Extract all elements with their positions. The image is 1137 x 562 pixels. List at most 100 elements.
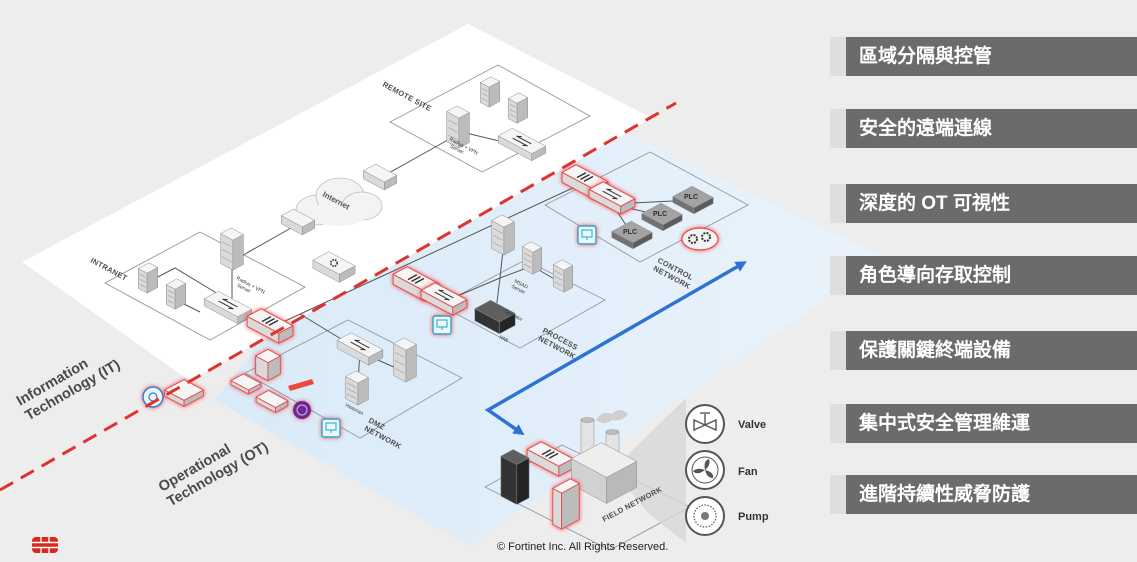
remote-radius-vpn-server-mark xyxy=(448,134,458,140)
remote-workstation-mark xyxy=(509,109,516,113)
intranet-radius-vpn-server-mark xyxy=(222,249,232,255)
dmz-security-appliance-face xyxy=(255,348,281,364)
dmz-switch-face xyxy=(336,332,384,358)
dmz-security-appliance[interactable] xyxy=(255,390,289,413)
process-msad-server xyxy=(522,241,542,275)
process-switch-face xyxy=(420,282,468,308)
feature-bar-central-management: 集中式安全管理維運 xyxy=(830,404,1137,443)
plc-face xyxy=(611,220,653,244)
dmz-historian-server-mark xyxy=(347,382,357,388)
control-firewall-mark xyxy=(580,174,590,180)
security-agent-icon[interactable] xyxy=(142,386,164,408)
intranet-radius-vpn-server-face xyxy=(232,234,244,271)
ot-zone-label: Operational Technology (OT) xyxy=(156,424,271,510)
remote-firewall[interactable] xyxy=(497,128,547,161)
plc xyxy=(611,220,653,250)
valve-icon[interactable] xyxy=(685,404,725,444)
control-firewall-mark xyxy=(583,176,594,182)
field-controller-face xyxy=(552,478,580,494)
remote-firewall-mark xyxy=(516,135,532,145)
feature-bar-ot-visibility: 深度的 OT 可視性 xyxy=(830,184,1137,223)
process-switch[interactable] xyxy=(420,282,468,316)
fortinet-logo-icon xyxy=(32,537,58,553)
dmz-server-face xyxy=(405,344,417,383)
process-server-face xyxy=(491,214,515,228)
process-switch-mark xyxy=(438,289,454,299)
internet-cloud-icon xyxy=(295,177,383,226)
remote-radius-vpn-server-mark xyxy=(448,127,458,133)
plc-face xyxy=(641,202,683,226)
process-msad-server-face xyxy=(522,241,542,253)
control-switch[interactable] xyxy=(588,181,636,215)
dmz-historian-server-mark xyxy=(347,393,357,399)
intranet-workstation-mark xyxy=(139,274,146,278)
plc-label: PLC xyxy=(684,194,698,201)
remote-radius-vpn-server-mark xyxy=(448,119,458,125)
dmz-server-mark xyxy=(395,352,405,358)
remote-firewall-mark xyxy=(512,137,528,147)
it-security-appliance[interactable] xyxy=(164,379,204,407)
remote-firewall-face xyxy=(497,128,547,154)
feature-bar-endpoint-protection: 保護關鍵終端設備 xyxy=(830,331,1137,370)
internet-edge-switch-face xyxy=(281,208,315,228)
it-ot-firewall-mark xyxy=(261,316,272,322)
intranet-workstation-mark xyxy=(139,279,146,283)
process-server-mark xyxy=(493,242,503,248)
process-server-mark xyxy=(493,235,503,241)
field-firewall-mark xyxy=(541,449,552,455)
intranet-radius-vpn-server-mark xyxy=(222,256,232,262)
control-firewall-mark xyxy=(576,172,587,178)
feature-bar-segmentation: 區域分隔與控管 xyxy=(830,37,1137,76)
plc-face xyxy=(672,185,714,209)
remote-radius-vpn-server-face xyxy=(446,105,470,119)
dmz-server-face xyxy=(393,337,417,351)
field-controller[interactable] xyxy=(552,478,580,530)
remote-workstation xyxy=(480,76,500,108)
plc xyxy=(672,185,714,215)
endpoint-monitor-icon[interactable] xyxy=(321,418,341,438)
intranet-switch[interactable] xyxy=(203,291,253,324)
field-firewall-mark xyxy=(548,453,559,459)
fan-icon[interactable] xyxy=(685,450,725,490)
feature-label: 集中式安全管理維運 xyxy=(846,404,1137,443)
control-switch-mark xyxy=(602,190,618,200)
plc-label: PLC xyxy=(623,229,637,236)
intranet-workstation-mark xyxy=(139,284,146,288)
threat-tag-icon xyxy=(288,379,314,391)
dmz-switch[interactable] xyxy=(336,332,384,366)
pump-icon[interactable] xyxy=(685,496,725,536)
remote-workstation-mark xyxy=(481,93,488,97)
field-firewall[interactable] xyxy=(526,441,574,477)
gear-icon[interactable] xyxy=(681,227,719,251)
dmz-security-appliance[interactable] xyxy=(255,348,281,382)
dmz-security-appliance-face xyxy=(255,390,289,408)
remote-workstation xyxy=(508,92,528,124)
management-appliance[interactable] xyxy=(312,251,356,283)
it-ot-boundary-line xyxy=(0,101,677,492)
remote-radius-vpn-server xyxy=(446,105,470,149)
dmz-security-appliance[interactable] xyxy=(230,373,262,395)
intranet-workstation-face xyxy=(138,262,158,274)
remote-workstation-mark xyxy=(509,114,516,118)
field-device-label-pump: Pump xyxy=(738,511,769,523)
internet-edge-switch xyxy=(363,163,397,191)
deception-icon[interactable] xyxy=(293,401,311,419)
process-firewall-mark xyxy=(411,276,421,282)
management-appliance-mark xyxy=(329,258,338,267)
dmz-server-mark xyxy=(395,368,405,374)
devices-layer xyxy=(138,76,714,530)
feature-label: 保護關鍵終端設備 xyxy=(846,331,1137,370)
feature-label: 區域分隔與控管 xyxy=(846,37,1137,76)
rtu-cabinet-face xyxy=(516,457,530,505)
endpoint-monitor-icon[interactable] xyxy=(577,225,597,245)
it-security-appliance-face xyxy=(164,379,204,401)
dmz-security-appliance-face xyxy=(230,373,262,391)
endpoint-monitor-icon[interactable] xyxy=(432,315,452,335)
dmz-switch-mark xyxy=(354,339,370,349)
dmz-historian-server xyxy=(345,370,369,406)
feature-bar-role-based-access: 角色導向存取控制 xyxy=(830,256,1137,295)
it-ot-firewall[interactable] xyxy=(246,308,294,344)
internet-edge-switch xyxy=(281,208,315,236)
process-firewall-mark xyxy=(407,274,418,280)
